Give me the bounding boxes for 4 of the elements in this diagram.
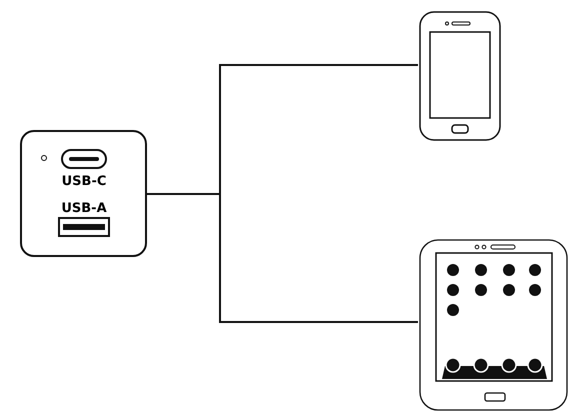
port-label: USB-C — [62, 174, 106, 189]
port-label: USB-A — [61, 201, 107, 216]
connector-line — [147, 193, 418, 323]
charger-outline — [20, 130, 147, 257]
